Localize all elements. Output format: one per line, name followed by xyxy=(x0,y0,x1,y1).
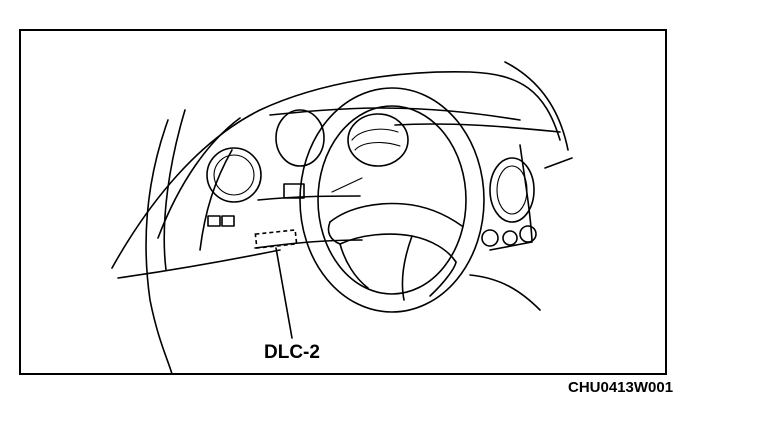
dlc-2-connector xyxy=(254,229,298,249)
switch-panel xyxy=(207,183,305,227)
dashboard-outline xyxy=(111,61,573,375)
figure-frame xyxy=(19,29,667,375)
dlc-2-label: DLC-2 xyxy=(264,342,320,363)
dlc-2-leader-line xyxy=(275,247,293,339)
steering-wheel xyxy=(299,87,485,313)
figure-code: CHU0413W001 xyxy=(568,379,673,396)
gauge-cluster xyxy=(206,109,537,247)
